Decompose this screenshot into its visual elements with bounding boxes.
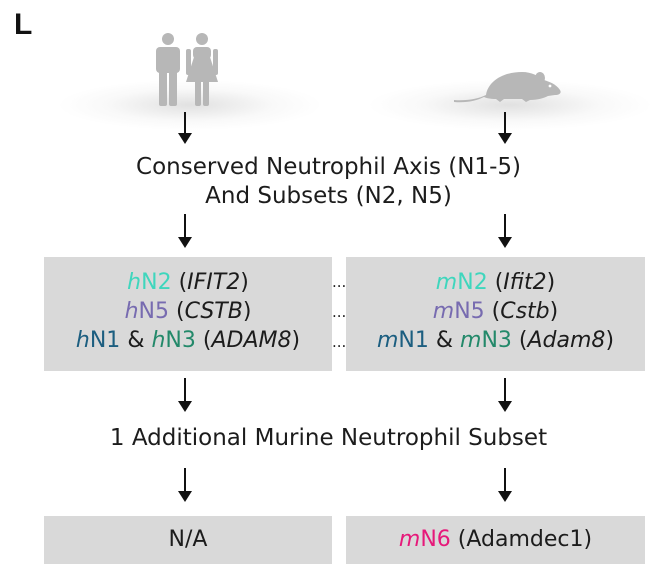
- mouse-prefix: m: [432, 299, 455, 324]
- mouse-n5-label: N5: [454, 299, 485, 324]
- ampersand: &: [127, 328, 145, 353]
- human-prefix: h: [124, 299, 139, 324]
- mouse-n1-n3-gene: Adam8: [527, 328, 606, 353]
- mouse-prefix: m: [435, 270, 458, 295]
- arrow-down-icon: [178, 112, 192, 144]
- mouse-n1-label: N1: [398, 328, 429, 353]
- axis-title-line1: Conserved Neutrophil Axis (N1-5): [136, 154, 521, 180]
- arrow-down-icon: [178, 468, 192, 502]
- arrow-down-icon: [178, 378, 192, 412]
- mouse-n2-label: N2: [457, 270, 488, 295]
- ampersand: &: [435, 328, 454, 353]
- panel-label: L: [14, 8, 33, 41]
- human-n1-n3-line: hN1 & hN3 (ADAM8): [75, 328, 301, 353]
- connector-dots: ...: [332, 303, 347, 321]
- human-n5-line: hN5 (CSTB): [124, 299, 252, 324]
- arrow-down-icon: [498, 378, 512, 412]
- arrow-down-icon: [498, 112, 512, 144]
- human-additional-box: N/A: [44, 516, 332, 564]
- mouse-n1-n3-line: mN1 & mN3 (Adam8): [376, 328, 615, 353]
- mouse-prefix: m: [398, 527, 421, 552]
- human-shadow: [60, 80, 320, 130]
- human-subset-box: hN2 (IFIT2) hN5 (CSTB) hN1 & hN3 (ADAM8): [44, 257, 332, 371]
- human-n2-label: N2: [141, 270, 172, 295]
- mouse-n6-gene: (Adamdec1): [457, 527, 593, 552]
- arrow-down-icon: [498, 214, 512, 248]
- human-n5-label: N5: [138, 299, 169, 324]
- human-prefix: h: [151, 328, 166, 353]
- human-prefix: h: [127, 270, 142, 295]
- human-n5-gene: CSTB: [184, 299, 243, 324]
- mouse-n2-gene: Ifit2: [503, 270, 547, 295]
- mouse-icon: [454, 72, 561, 103]
- human-prefix: h: [75, 328, 90, 353]
- human-male-female-icon: [156, 33, 218, 106]
- mouse-subset-box: mN2 (Ifit2) mN5 (Cstb) mN1 & mN3 (Adam8): [346, 257, 645, 371]
- axis-title-line2: And Subsets (N2, N5): [205, 183, 452, 209]
- connector-dots: ...: [332, 333, 347, 351]
- mouse-additional-box: mN6 (Adamdec1): [346, 516, 645, 564]
- human-n2-gene: IFIT2: [187, 270, 241, 295]
- mouse-n3-label: N3: [481, 328, 512, 353]
- mouse-prefix: m: [376, 328, 399, 353]
- connector-dots: ...: [332, 273, 347, 291]
- additional-subset-title: 1 Additional Murine Neutrophil Subset: [109, 425, 548, 451]
- human-n3-label: N3: [165, 328, 196, 353]
- mouse-n6-line: mN6 (Adamdec1): [346, 516, 645, 564]
- arrow-down-icon: [178, 214, 192, 248]
- mouse-n5-gene: Cstb: [500, 299, 550, 324]
- mouse-n5-line: mN5 (Cstb): [432, 299, 559, 324]
- mouse-prefix: m: [460, 328, 482, 353]
- arrow-down-icon: [498, 468, 512, 502]
- human-n1-n3-gene: ADAM8: [211, 328, 292, 353]
- mouse-n2-line: mN2 (Ifit2): [435, 270, 556, 295]
- mouse-n6-label: N6: [420, 527, 451, 552]
- human-n2-line: hN2 (IFIT2): [127, 270, 249, 295]
- human-additional-value: N/A: [168, 527, 208, 552]
- conserved-axis-title: Conserved Neutrophil Axis (N1-5) And Sub…: [0, 153, 657, 211]
- human-n1-label: N1: [89, 328, 121, 353]
